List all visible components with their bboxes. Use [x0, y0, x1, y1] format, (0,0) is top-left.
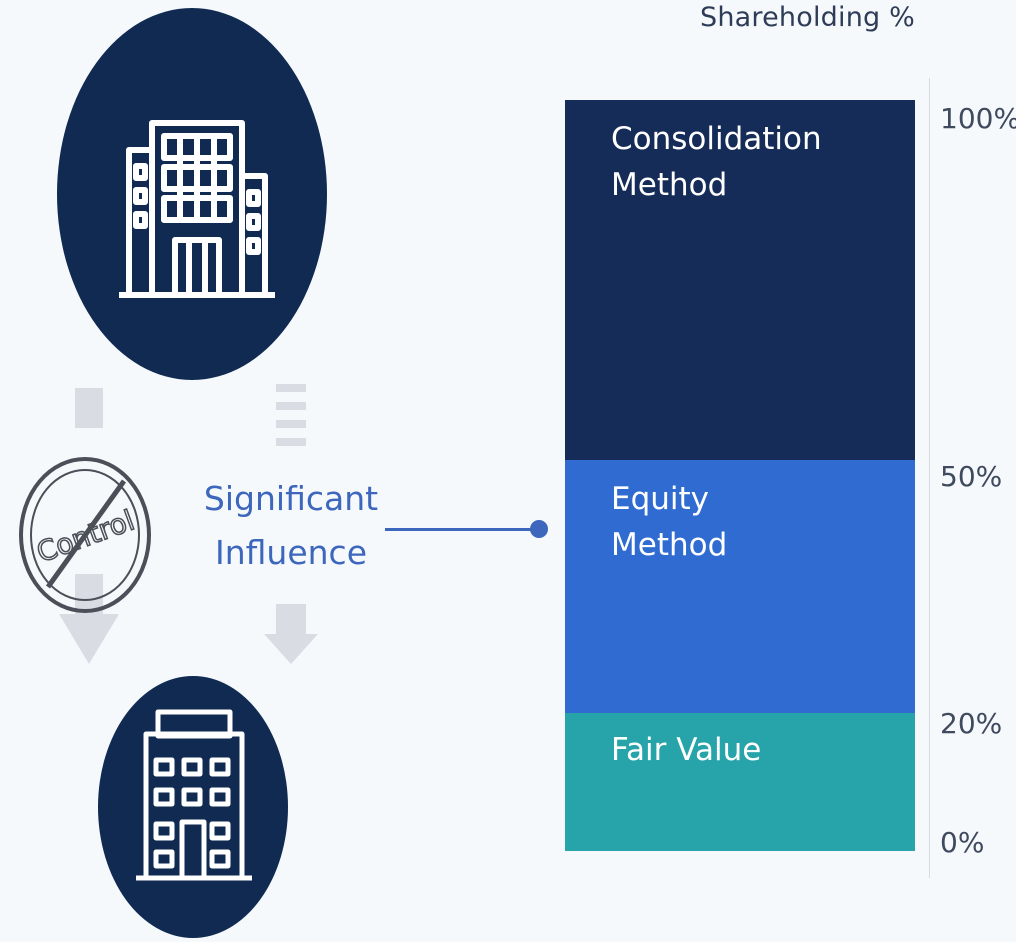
connector-line	[385, 528, 539, 531]
consolidation-method-label: Consolidation Method	[611, 121, 822, 203]
office-building-icon	[119, 120, 275, 298]
equity-method-segment: Equity Method	[565, 460, 915, 713]
equity-method-label: Equity Method	[611, 481, 728, 563]
no-control-icon: Control	[19, 457, 151, 613]
consolidation-method-segment: Consolidation Method	[565, 100, 915, 460]
parent-company-circle	[57, 8, 327, 380]
tick-20: 20%	[940, 707, 1003, 740]
tick-100: 100%	[940, 102, 1016, 135]
control-arrow-icon	[59, 388, 119, 664]
scale-axis-line	[929, 78, 930, 878]
subsidiary-company-circle	[98, 676, 288, 938]
tick-0: 0%	[940, 826, 985, 859]
tower-building-icon	[136, 709, 252, 881]
connector-dot	[530, 520, 548, 538]
influence-arrow-icon	[264, 384, 318, 664]
fair-value-segment: Fair Value	[565, 713, 915, 851]
tick-50: 50%	[940, 460, 1003, 493]
scale-title: Shareholding %	[700, 2, 915, 33]
fair-value-label: Fair Value	[611, 732, 762, 768]
significant-influence-label: Significant Influence	[203, 479, 379, 572]
